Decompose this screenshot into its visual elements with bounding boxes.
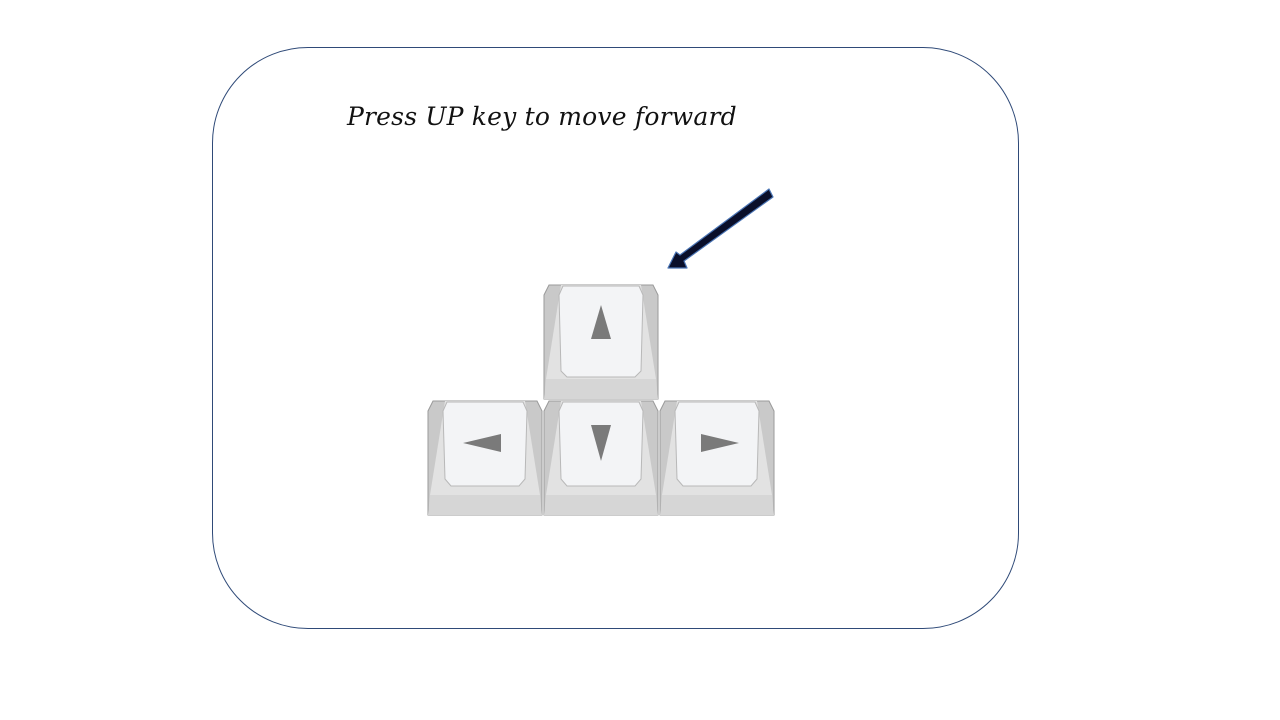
down-arrow-key[interactable] [543, 399, 659, 517]
up-arrow-key[interactable] [543, 283, 659, 401]
arrow-down-icon [591, 425, 611, 461]
arrow-right-icon [701, 434, 739, 452]
arrow-up-icon [591, 305, 611, 339]
arrow-left-icon [463, 434, 501, 452]
right-arrow-key[interactable] [659, 399, 775, 517]
instruction-text: Press UP key to move forward [347, 102, 737, 131]
left-arrow-key[interactable] [427, 399, 543, 517]
